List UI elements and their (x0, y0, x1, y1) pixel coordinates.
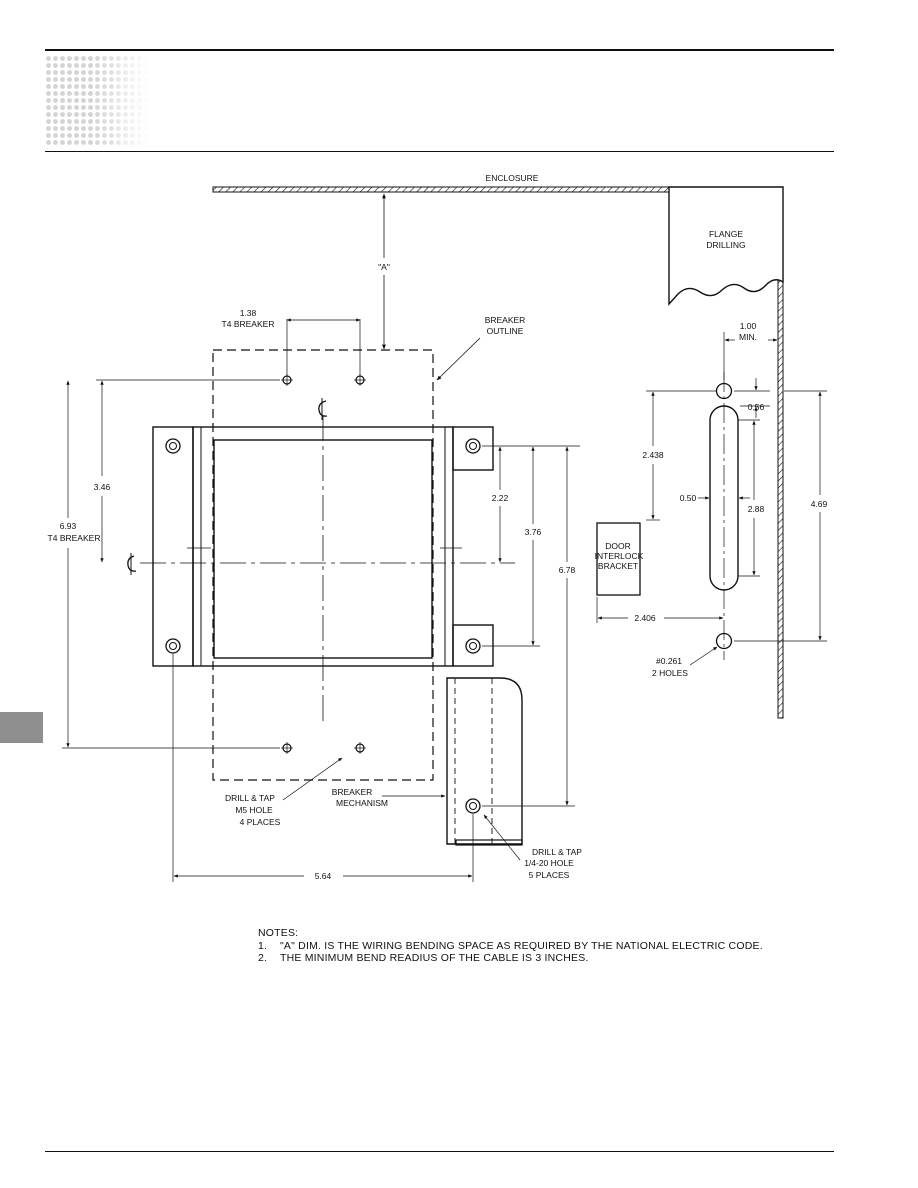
dim-288-label: 2.88 (748, 504, 765, 514)
header-rule (45, 49, 834, 51)
hole-leader (689, 646, 718, 666)
hole-label-1: #0.261 (656, 656, 682, 666)
m5-holes (281, 374, 366, 754)
door-label-1: DOOR (605, 541, 631, 551)
dim-346-label: 3.46 (94, 482, 111, 492)
hole-label-2: 2 HOLES (652, 668, 688, 678)
m5-label-2: M5 HOLE (235, 805, 273, 815)
flange-label-2: DRILLING (706, 240, 745, 250)
quarter-hole-leader (483, 814, 521, 861)
note-item: 1. "A" DIM. IS THE WIRING BENDING SPACE … (258, 940, 763, 953)
m5-leader (282, 757, 343, 801)
breaker-outline-label-2: OUTLINE (487, 326, 524, 336)
breaker-outline-label-1: BREAKER (485, 315, 526, 325)
dim-693-label: 6.93 (60, 521, 77, 531)
dim-a-label: "A" (378, 262, 390, 272)
breaker-outline-leader (436, 337, 481, 381)
dim-050-label: 0.50 (680, 493, 697, 503)
quarter-hole-label-3: 5 PLACES (529, 870, 570, 880)
dim-138-label: 1.38 (240, 308, 257, 318)
dimension-288 (738, 419, 760, 577)
section-tab (0, 712, 43, 743)
flange-label-1: FLANGE (709, 229, 743, 239)
dim-138-sub: T4 BREAKER (222, 319, 275, 329)
dim-2438-label: 2.438 (642, 450, 664, 460)
centerlines (127, 398, 515, 722)
dim-2406-label: 2.406 (634, 613, 656, 623)
dim-222-label: 2.22 (492, 493, 509, 503)
dimension-222-376-678 (482, 445, 580, 807)
dimension-2406 (596, 597, 724, 623)
footer-rule (45, 1151, 834, 1152)
enclosure-label: ENCLOSURE (486, 173, 539, 183)
door-label-3: BRACKET (598, 561, 638, 571)
note-number: 2. (258, 952, 268, 964)
notes-block: NOTES: 1. "A" DIM. IS THE WIRING BENDING… (258, 927, 763, 965)
dimension-469 (734, 390, 827, 642)
dim-100-sub: MIN. (739, 332, 757, 342)
door-label-2: INTERLOCK (595, 551, 644, 561)
dim-469-label: 4.69 (811, 499, 828, 509)
dimension-693 (62, 380, 280, 749)
note-number: 1. (258, 939, 268, 952)
dim-376-label: 3.76 (525, 527, 542, 537)
mechanism-label-1: BREAKER (332, 787, 373, 797)
dim-678-label: 6.78 (559, 565, 576, 575)
flange-drilling (668, 186, 784, 306)
dim-056-label: 0.56 (748, 402, 765, 412)
quarter-hole-label-2: 1/4-20 HOLE (524, 858, 574, 868)
m5-label-3: 4 PLACES (240, 817, 281, 827)
quarter-hole-label-1: DRILL & TAP (532, 847, 582, 857)
note-item: 2. THE MINIMUM BEND READIUS OF THE CABLE… (258, 952, 763, 965)
dim-564-label: 5.64 (315, 871, 332, 881)
dim-693-sub: T4 BREAKER (48, 533, 101, 543)
m5-label-1: DRILL & TAP (225, 793, 275, 803)
breaker-mechanism (446, 677, 523, 846)
dimension-346 (96, 379, 280, 563)
note-text: "A" DIM. IS THE WIRING BENDING SPACE AS … (280, 939, 763, 952)
dimension-564 (172, 654, 474, 882)
header-bottom-rule (45, 151, 834, 152)
note-text: THE MINIMUM BEND READIUS OF THE CABLE IS… (280, 952, 589, 964)
door-interlock-cutout (596, 372, 739, 660)
dim-100-label: 1.00 (740, 321, 757, 331)
dimension-100 (723, 332, 778, 380)
header-dot-fade (45, 55, 150, 147)
breaker-mounting-holes (165, 438, 481, 654)
notes-heading: NOTES: (258, 927, 299, 939)
dimension-2438 (646, 390, 716, 521)
breaker-outline (212, 349, 434, 781)
dimension-138 (286, 318, 361, 375)
dimension-056 (734, 378, 770, 418)
mechanism-label-2: MECHANISM (336, 798, 388, 808)
